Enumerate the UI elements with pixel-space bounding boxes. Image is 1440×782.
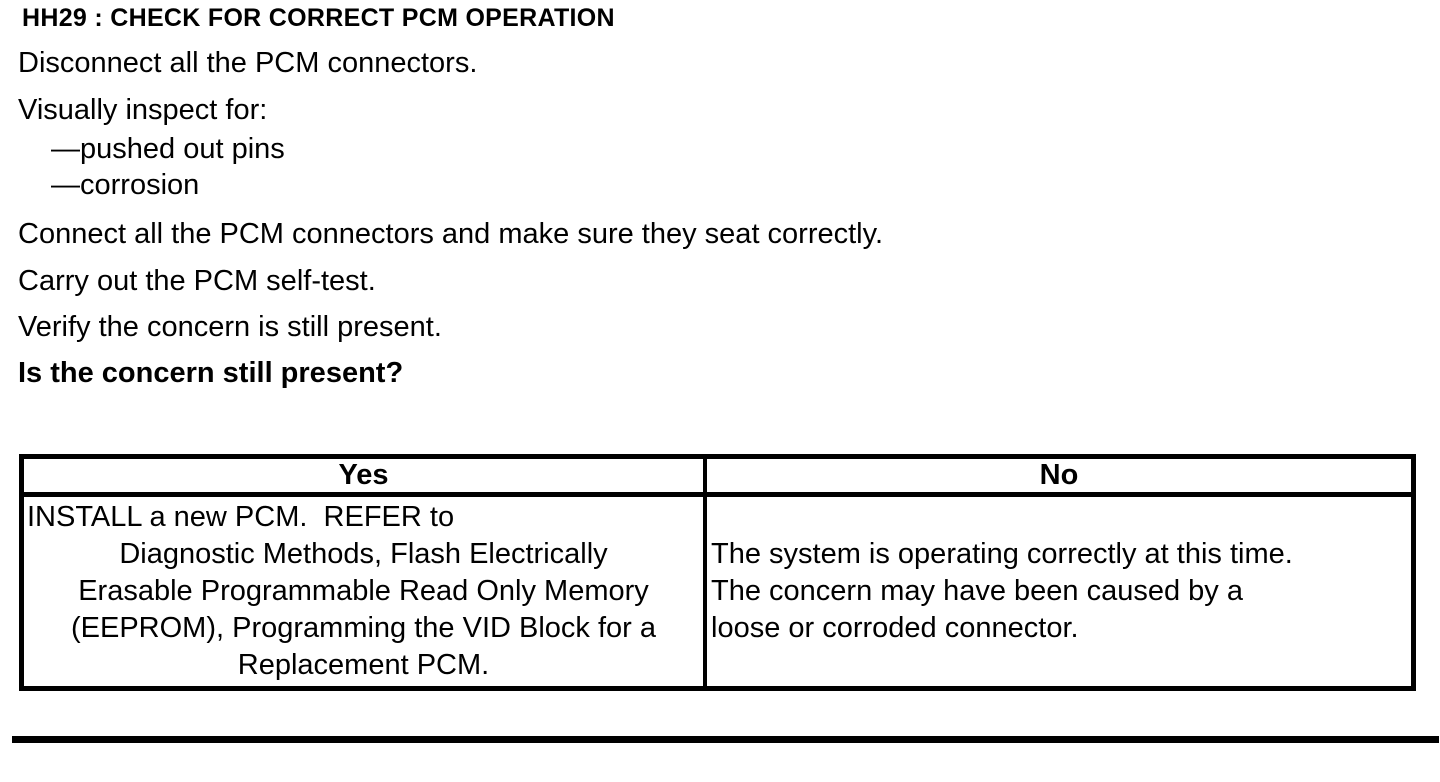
yes-cell-line: (EEPROM), Programming the VID Block for … xyxy=(71,612,656,644)
yes-cell-line: INSTALL a new PCM. REFER to xyxy=(27,501,455,533)
page-title: HH29 : CHECK FOR CORRECT PCM OPERATION xyxy=(22,4,615,32)
no-result-cell: The system is operating correctly at thi… xyxy=(703,497,1411,686)
no-column-header: No xyxy=(703,459,1411,497)
page-bottom-divider xyxy=(12,736,1439,743)
yes-cell-line: Erasable Programmable Read Only Memory xyxy=(78,575,649,607)
yes-cell-line: Replacement PCM. xyxy=(237,649,490,681)
inspect-item-pushed-pins: —pushed out pins xyxy=(51,133,285,165)
instruction-disconnect: Disconnect all the PCM connectors. xyxy=(18,47,478,79)
no-cell-line: The concern may have been caused by a xyxy=(711,575,1243,607)
instruction-connect: Connect all the PCM connectors and make … xyxy=(18,218,884,250)
question-text: Is the concern still present? xyxy=(18,357,404,389)
inspect-item-corrosion: —corrosion xyxy=(51,169,200,201)
no-cell-line: loose or corroded connector. xyxy=(711,612,1079,644)
no-cell-line: The system is operating correctly at thi… xyxy=(711,538,1293,570)
results-table: Yes No INSTALL a new PCM. REFER to Diagn… xyxy=(19,454,1416,691)
yes-column-header: Yes xyxy=(24,459,703,497)
yes-cell-line: Diagnostic Methods, Flash Electrically xyxy=(119,538,608,570)
yes-result-cell: INSTALL a new PCM. REFER to Diagnostic M… xyxy=(24,497,703,686)
instruction-visually-inspect: Visually inspect for: xyxy=(18,94,268,126)
instruction-verify-concern: Verify the concern is still present. xyxy=(18,311,442,343)
instruction-self-test: Carry out the PCM self-test. xyxy=(18,265,376,297)
